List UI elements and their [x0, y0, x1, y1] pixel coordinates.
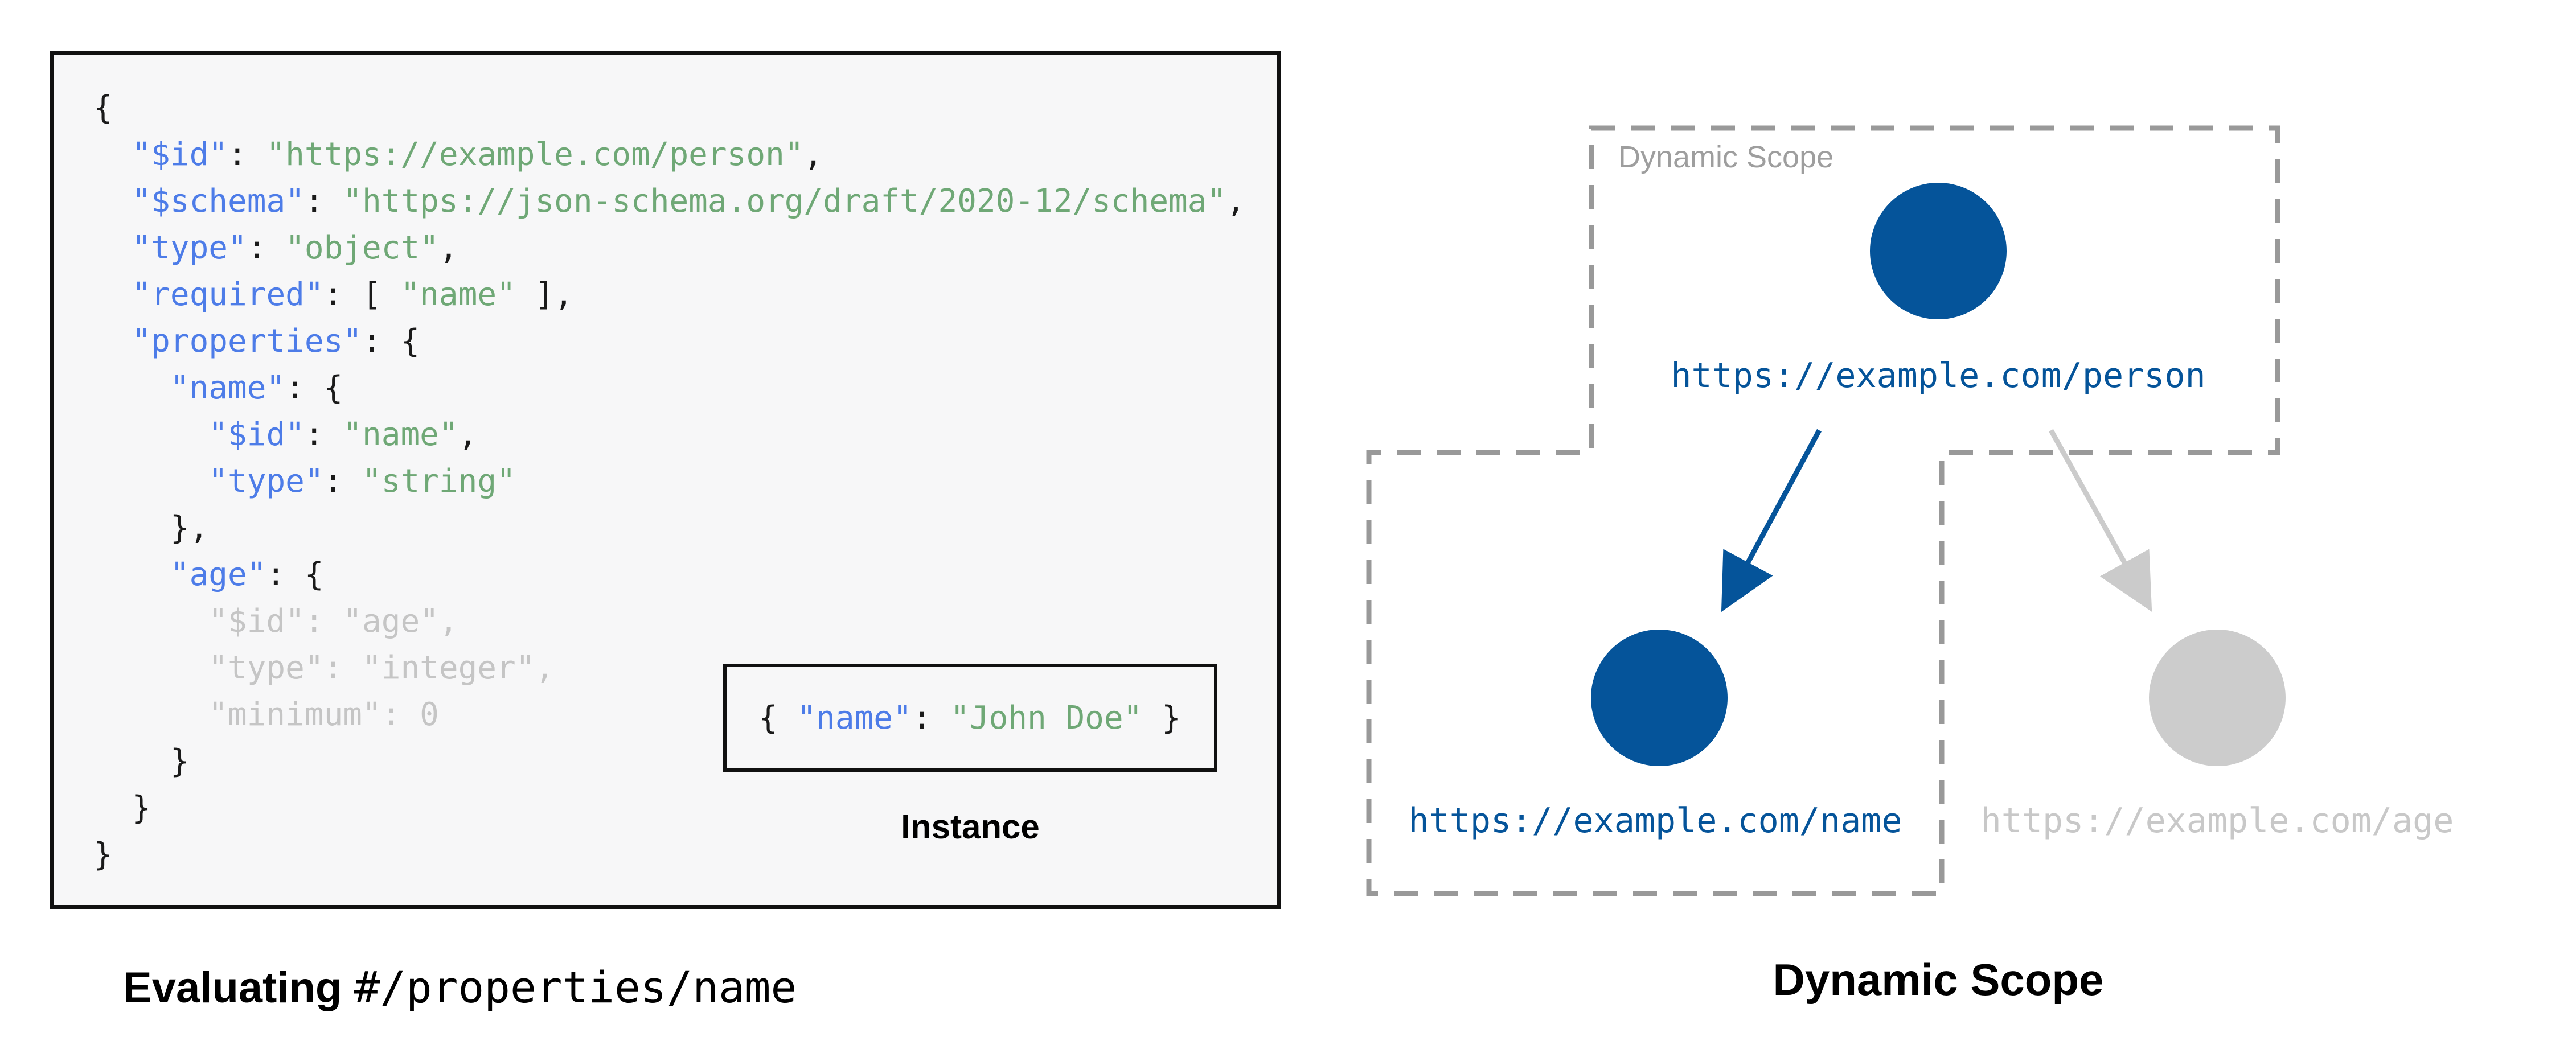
- instance-box: { "name": "John Doe" }: [723, 664, 1217, 772]
- evaluating-caption-pointer: #/properties/name: [354, 962, 797, 1013]
- schema-json-code: { "$id": "https://example.com/person", "…: [93, 89, 1245, 873]
- schema-code-panel: { "$id": "https://example.com/person", "…: [50, 51, 1281, 909]
- node-name-url: https://example.com/name: [1408, 801, 1902, 841]
- instance-label: Instance: [901, 808, 1040, 846]
- instance-json-code: { "name": "John Doe" }: [758, 699, 1181, 737]
- node-person-url: https://example.com/person: [1671, 356, 2206, 396]
- node-name-circle: [1591, 630, 1728, 766]
- evaluating-caption-word: Evaluating: [123, 964, 342, 1012]
- node-age-circle: [2149, 630, 2286, 766]
- arrow-person-to-name: [1721, 429, 1822, 612]
- dynamic-scope-caption: Dynamic Scope: [1773, 955, 2104, 1005]
- dynamic-scope-outline: [1366, 125, 2280, 896]
- node-age-url: https://example.com/age: [1980, 801, 2454, 841]
- evaluating-caption: Evaluating #/properties/name: [123, 962, 797, 1013]
- node-person-circle: [1870, 183, 2007, 319]
- arrow-person-to-age: [2049, 429, 2152, 612]
- dynamic-scope-box-label: Dynamic Scope: [1618, 140, 1834, 174]
